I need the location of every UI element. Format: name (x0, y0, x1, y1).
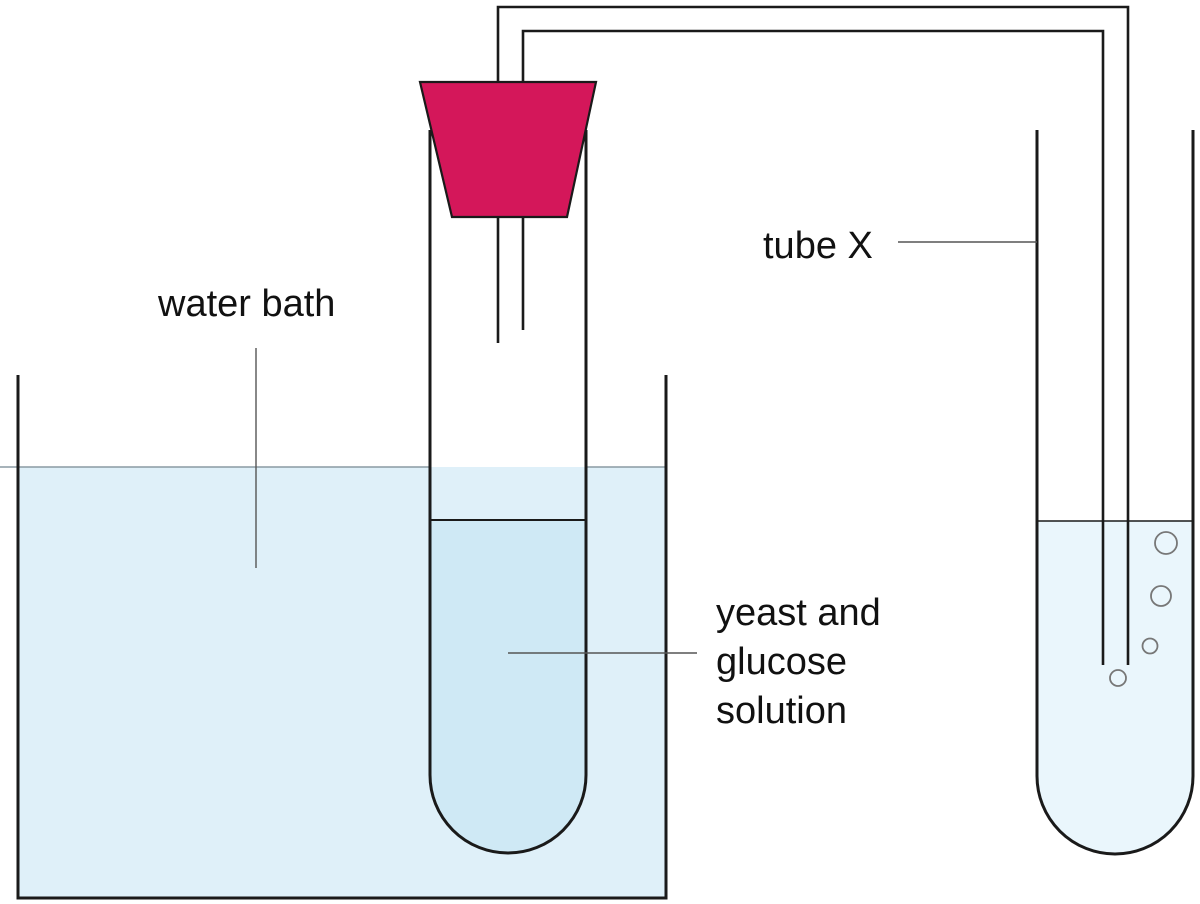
tube-x (1035, 130, 1195, 856)
tube-x-water (1037, 521, 1193, 854)
yeast-glucose-solution (430, 520, 586, 853)
solution-label-line-2: glucose (716, 641, 847, 683)
water-bath-label: water bath (157, 283, 335, 325)
solution-label-line-1: yeast and (716, 592, 881, 634)
tube-x-label: tube X (763, 225, 873, 267)
bubble (1154, 531, 1178, 555)
bubble (1109, 669, 1127, 687)
rubber-stopper (418, 80, 598, 219)
water-bath-container (16, 375, 668, 900)
bubble (1141, 637, 1159, 655)
solution-label-line-3: solution (716, 690, 847, 732)
boiling-tube (428, 130, 588, 855)
bubble (1150, 585, 1172, 607)
